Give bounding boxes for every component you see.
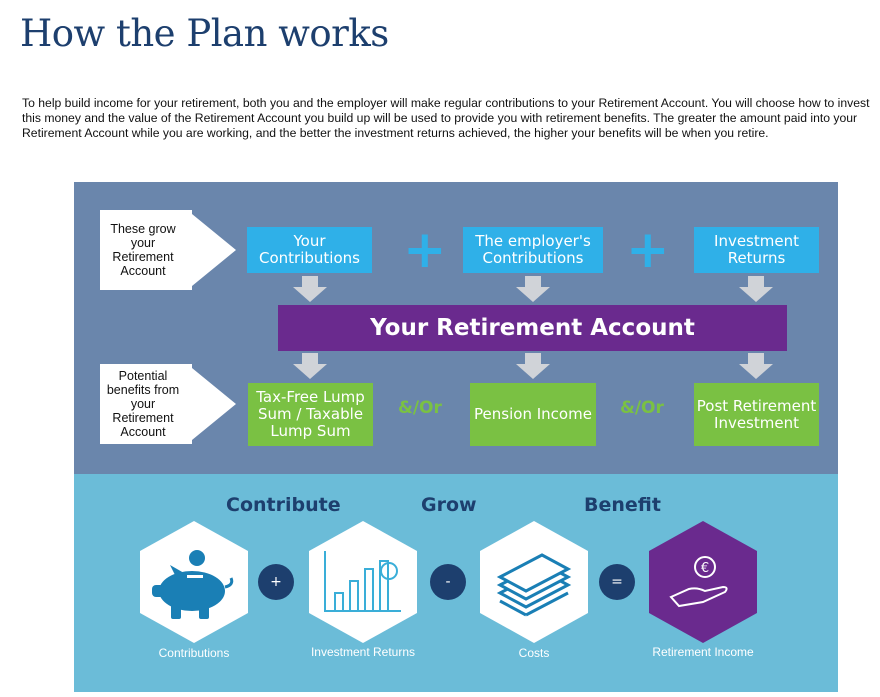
contributions-hex — [140, 521, 248, 643]
employer-contributions-box: The employer's Contributions — [463, 227, 603, 273]
down-arrow-icon — [739, 276, 773, 302]
page-title: How the Plan works — [20, 12, 389, 55]
bar-chart-icon — [324, 551, 401, 612]
your-contributions-box: Your Contributions — [247, 227, 372, 273]
equals-operator: = — [599, 564, 635, 600]
piggy-bank-icon — [152, 550, 234, 619]
plus-icon: + — [626, 220, 670, 280]
plus-operator: + — [258, 564, 294, 600]
retirement-income-label: Retirement Income — [652, 645, 754, 659]
minus-operator: - — [430, 564, 466, 600]
stage-benefit: Benefit — [584, 494, 661, 516]
intro-paragraph: To help build income for your retirement… — [22, 96, 870, 140]
grow-label: These grow your Retirement Account — [102, 212, 184, 288]
down-arrow-icon — [516, 353, 550, 379]
stage-contribute: Contribute — [226, 494, 341, 516]
investment-returns-label: Investment Returns — [310, 645, 416, 659]
and-or-label: &/Or — [398, 398, 442, 418]
and-or-label: &/Or — [620, 398, 664, 418]
pension-income-box: Pension Income — [470, 383, 596, 446]
plus-icon: + — [403, 220, 447, 280]
benefit-label: Potential benefits from your Retirement … — [102, 366, 184, 442]
stage-grow: Grow — [421, 494, 477, 516]
hand-euro-icon — [669, 556, 728, 608]
retirement-account-bar: Your Retirement Account — [278, 305, 787, 351]
svg-text:€: € — [701, 561, 709, 576]
investment-returns-hex — [309, 521, 417, 643]
investment-returns-box: Investment Returns — [694, 227, 819, 273]
down-arrow-icon — [739, 353, 773, 379]
down-arrow-icon — [293, 353, 327, 379]
lump-sum-box: Tax-Free Lump Sum / Taxable Lump Sum — [248, 383, 373, 446]
money-stack-icon — [496, 553, 572, 609]
retirement-income-hex: € — [649, 521, 757, 643]
down-arrow-icon — [516, 276, 550, 302]
down-arrow-icon — [293, 276, 327, 302]
costs-label: Costs — [518, 646, 550, 660]
costs-hex — [480, 521, 588, 643]
contributions-label: Contributions — [158, 646, 230, 660]
post-retirement-box: Post Retirement Investment — [694, 383, 819, 446]
